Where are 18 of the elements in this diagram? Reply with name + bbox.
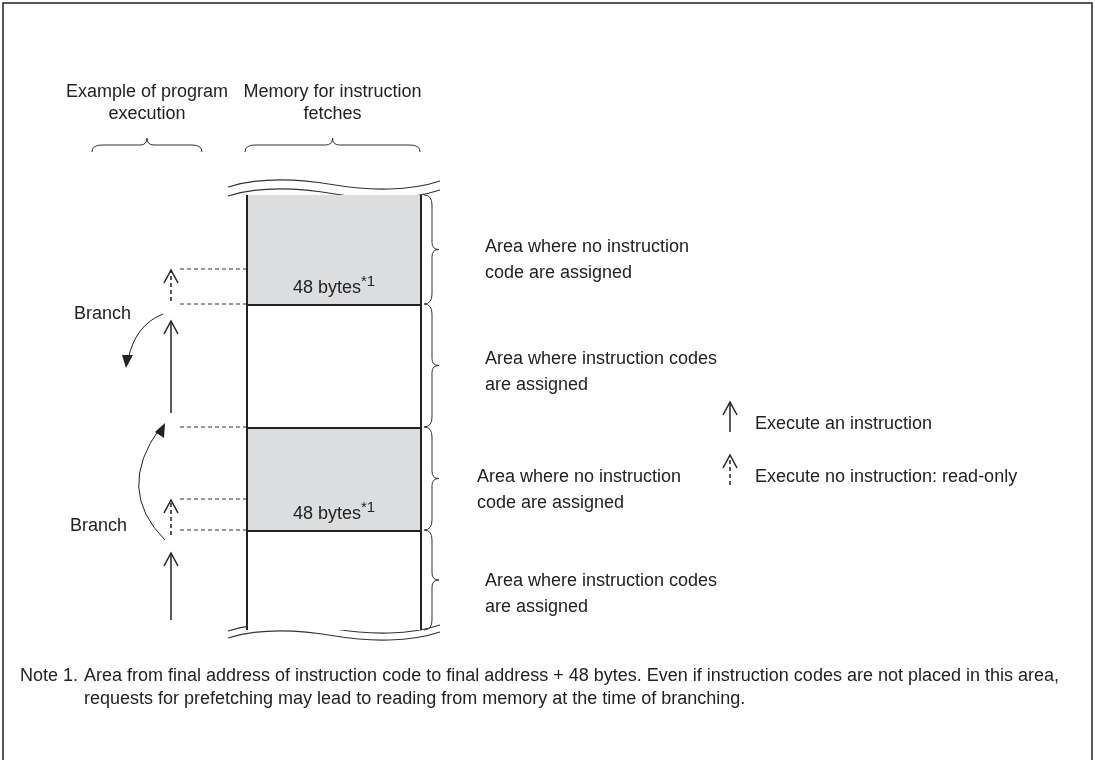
area-description: Area where instruction codes are assigned <box>485 347 719 396</box>
note-text: Area from final address of instruction code to final address + 48 bytes. Even if instruction codes are not placed in this area, requests for prefetching may lead to reading from memory at the time of branching. <box>84 664 1061 710</box>
legend-text: Execute an instruction <box>755 412 933 434</box>
memory-area <box>246 195 422 304</box>
size-label: 48 bytes$^{*1}$ <box>291 271 377 298</box>
area-description: Area where no instruction code are assigned <box>477 465 683 514</box>
size-label: 48 bytes$^{*1}$ <box>291 497 377 524</box>
note-label: Note 1. <box>20 664 79 686</box>
branch-label: Branch <box>70 514 128 536</box>
memory-area <box>246 427 422 530</box>
branch-label: Branch <box>74 302 132 324</box>
memory-area <box>246 304 422 427</box>
legend-text: Execute no instruction: read-only <box>755 465 1018 487</box>
memory-area <box>246 530 422 630</box>
area-description: Area where no instruction code are assigned <box>485 235 691 284</box>
area-description: Area where instruction codes are assigned <box>485 569 719 618</box>
column-heading: Example of program execution <box>64 80 230 124</box>
column-heading: Memory for instruction fetches <box>242 80 423 124</box>
